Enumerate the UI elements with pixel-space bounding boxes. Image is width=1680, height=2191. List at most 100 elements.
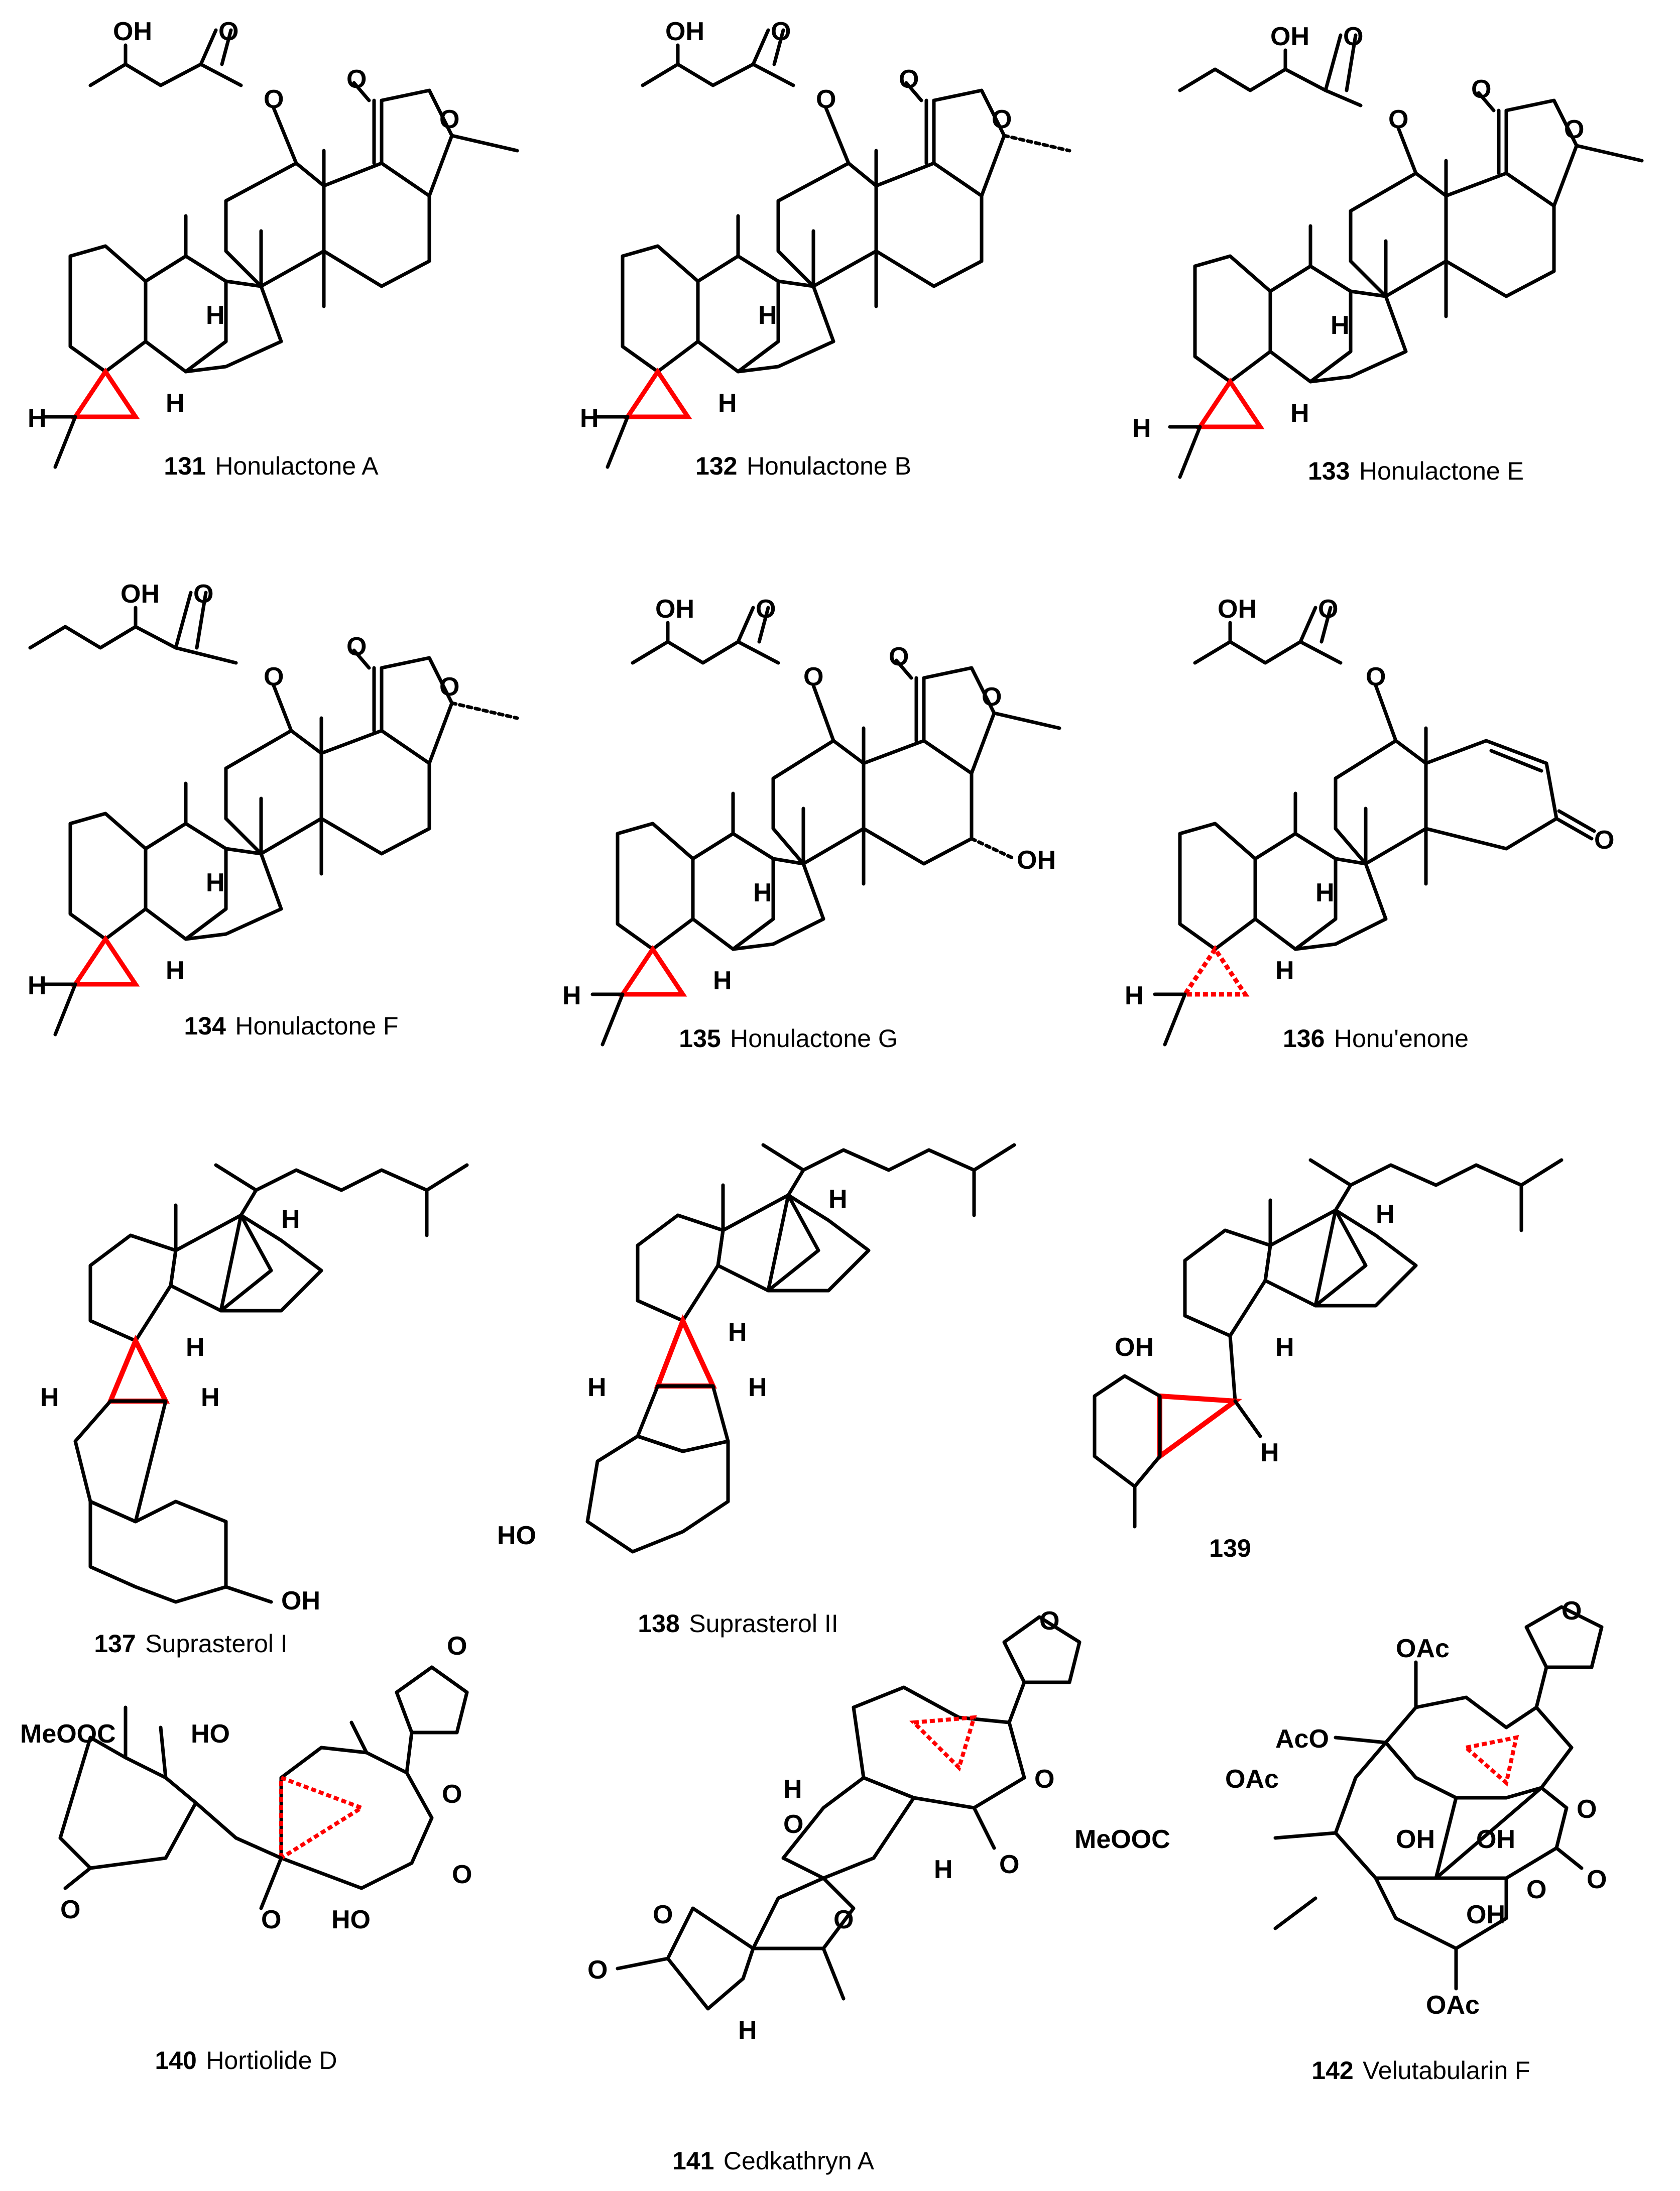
o-label: O: [1562, 1596, 1582, 1626]
h-label: H: [1275, 956, 1294, 985]
caption-140: 140 Hortiolide D: [155, 2046, 337, 2074]
o-label: O: [999, 1850, 1019, 1879]
o-label: O: [803, 662, 823, 691]
oh-label: OH: [1476, 1825, 1515, 1854]
oh-label: OH: [1017, 846, 1056, 875]
aco-label: AcO: [1275, 1724, 1329, 1754]
compound-134: OH O O O O H H H 134 Honulactone F: [28, 580, 519, 1040]
oh-label: OH: [281, 1586, 320, 1616]
compound-133: OH O O O O H H H 133 Honulactone E: [1132, 22, 1644, 485]
h-label: H: [1315, 878, 1335, 907]
o-label: O: [439, 105, 459, 134]
o-label: O: [346, 65, 367, 94]
compound-138: H H H H HO 138 Suprasterol II: [497, 1143, 1016, 1638]
o-label: O: [1594, 826, 1614, 855]
h-label: H: [281, 1205, 300, 1234]
h-label: H: [206, 301, 225, 330]
h-label: H: [201, 1383, 220, 1412]
o-label: O: [264, 662, 284, 691]
h-label: H: [166, 389, 185, 418]
compound-140: MeOOC HO O O O HO O O 140 Hortiolide D: [20, 1632, 472, 2074]
caption-136: 136 Honu'enone: [1283, 1024, 1469, 1053]
h-label: H: [748, 1373, 767, 1402]
o-label: O: [264, 85, 284, 114]
h-label: H: [718, 389, 737, 418]
o-label: O: [447, 1632, 467, 1661]
caption-135: 135 Honulactone G: [679, 1024, 897, 1053]
o-label: O: [218, 17, 238, 46]
h-label: H: [1290, 399, 1309, 428]
compound-137: H H H H OH 137 Suprasterol I: [40, 1163, 469, 1658]
compound-141: O O O O O O O H H H 141 Cedkathryn A: [587, 1606, 1082, 2175]
o-label: O: [1034, 1765, 1054, 1794]
o-label: O: [1388, 105, 1408, 134]
caption-138: 138 Suprasterol II: [638, 1609, 838, 1638]
ho-label: HO: [497, 1521, 536, 1550]
caption-137: 137 Suprasterol I: [94, 1630, 287, 1658]
o-label: O: [1564, 115, 1584, 144]
o-label: O: [783, 1810, 803, 1839]
caption-133: 133 Honulactone E: [1308, 457, 1524, 485]
h-label: H: [1331, 311, 1350, 340]
o-label: O: [1039, 1606, 1059, 1636]
oac-label: OAc: [1396, 1634, 1450, 1663]
h-label: H: [186, 1333, 205, 1362]
oh-label: OH: [1270, 22, 1309, 51]
h-label: H: [1125, 981, 1144, 1010]
o-label: O: [771, 17, 791, 46]
o-label: O: [60, 1895, 80, 1924]
caption-132: 132 Honulactone B: [695, 452, 911, 480]
meooc-label: MeOOC: [1074, 1825, 1170, 1854]
caption-139: 139: [1209, 1534, 1251, 1562]
h-label: H: [713, 966, 732, 995]
o-label: O: [816, 85, 836, 114]
o-label: O: [346, 632, 367, 661]
o-label: O: [1577, 1795, 1597, 1824]
o-label: O: [452, 1860, 472, 1889]
h-label: H: [562, 981, 581, 1010]
h-label: H: [728, 1318, 747, 1347]
h-label: H: [1275, 1333, 1294, 1362]
o-label: O: [889, 642, 909, 671]
caption-141: 141 Cedkathryn A: [672, 2147, 875, 2175]
h-label: H: [934, 1855, 953, 1884]
h-label: H: [783, 1775, 802, 1804]
h-label: H: [753, 878, 772, 907]
h-label: H: [166, 956, 185, 985]
o-label: O: [439, 672, 459, 702]
o-label: O: [899, 65, 919, 94]
h-label: H: [738, 2016, 757, 2045]
oh-label: OH: [1396, 1825, 1435, 1854]
h-label: H: [206, 868, 225, 897]
caption-131: 131 Honulactone A: [164, 452, 379, 480]
caption-134: 134 Honulactone F: [184, 1012, 398, 1040]
o-label: O: [193, 580, 213, 609]
ho-label: HO: [191, 1719, 230, 1749]
compound-131: OH O O O O H H H 131 Honulactone A: [28, 17, 519, 480]
o-label: O: [1526, 1875, 1546, 1904]
compound-142: O OAc AcO OAc MeOOC O OH OH OH O O OAc 1…: [1074, 1596, 1607, 2085]
h-label: H: [580, 404, 599, 433]
h-label: H: [1376, 1200, 1395, 1229]
o-label: O: [442, 1780, 462, 1809]
ho-label: HO: [331, 1905, 371, 1934]
caption-142: 142 Velutabularin F: [1311, 2056, 1530, 2085]
o-label: O: [1343, 22, 1363, 51]
h-label: H: [758, 301, 777, 330]
o-label: O: [756, 595, 776, 624]
oh-label: OH: [665, 17, 704, 46]
compound-132: OH O O O O H H H 132 Honulactone B: [580, 17, 1071, 480]
h-label: H: [587, 1373, 607, 1402]
o-label: O: [653, 1900, 673, 1929]
oh-label: OH: [1466, 1900, 1505, 1929]
oh-label: OH: [655, 595, 694, 624]
oh-label: OH: [113, 17, 152, 46]
o-label: O: [1318, 595, 1338, 624]
compound-135: OH O O O O OH H H H 135 Honulactone G: [562, 595, 1061, 1053]
oac-label: OAc: [1225, 1765, 1279, 1794]
o-label: O: [982, 682, 1002, 712]
h-label: H: [1132, 414, 1151, 443]
meooc-label: MeOOC: [20, 1719, 116, 1749]
h-label: H: [28, 404, 47, 433]
